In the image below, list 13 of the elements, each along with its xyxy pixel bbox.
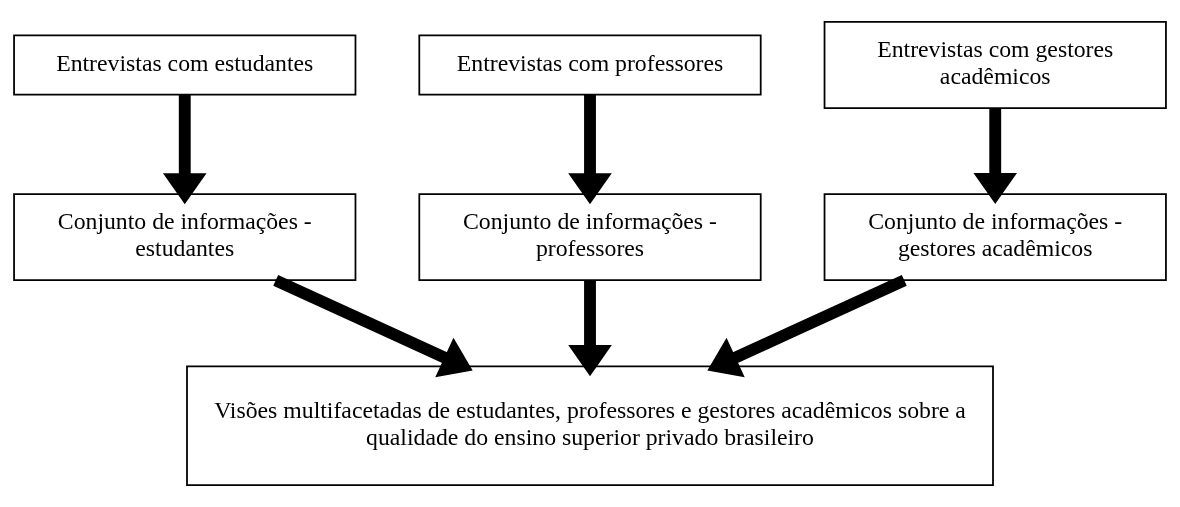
arrow bbox=[273, 274, 473, 378]
arrow bbox=[162, 94, 207, 205]
arrow bbox=[568, 94, 612, 205]
arrow bbox=[707, 274, 907, 378]
arrow bbox=[568, 280, 612, 377]
node-box: Entrevistas com professores bbox=[418, 34, 762, 96]
node-box: Entrevistas com estudantes bbox=[13, 34, 357, 96]
node-box: Visões multifacetadas de estudantes, professores e gestores acadêmicos sobre a qualidade do ensino superior privado brasileiro bbox=[186, 365, 994, 486]
arrow bbox=[973, 108, 1018, 205]
node-box: Conjunto de informações - estudantes bbox=[13, 193, 357, 282]
node-box: Entrevistas com gestores acadêmicos bbox=[823, 21, 1167, 109]
node-box: Conjunto de informações - professores bbox=[418, 193, 762, 282]
node-box: Conjunto de informações - gestores acadêmicos bbox=[823, 193, 1167, 282]
